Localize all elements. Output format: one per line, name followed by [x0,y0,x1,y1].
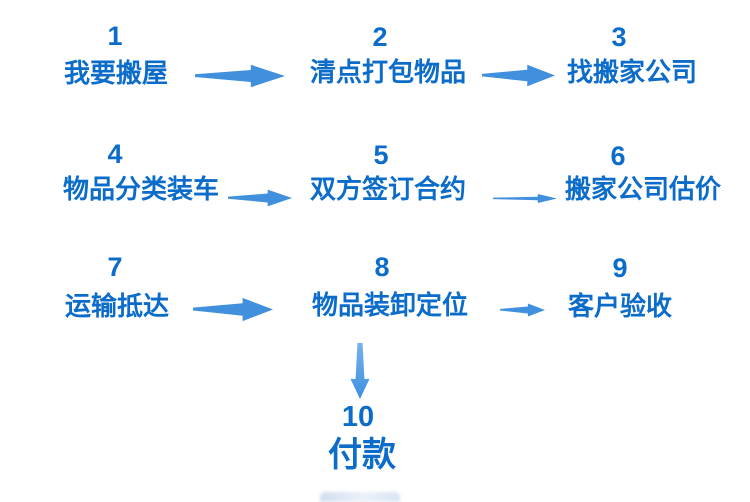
step-10-number: 10 [341,401,375,433]
step-6-label: 搬家公司估价 [565,174,722,204]
arrow-down-icon [350,343,370,399]
step-4-number: 4 [107,139,123,169]
step-10-label: 付款 [328,436,396,474]
cutoff-content-fragment [320,492,400,502]
step-8-number: 8 [374,252,390,282]
step-2-number: 2 [372,22,388,52]
arrow-right-icon [500,303,545,317]
step-1-label: 我要搬屋 [64,58,169,88]
step-9-number: 9 [612,253,628,283]
step-9-label: 客户验收 [568,291,673,321]
arrow-right-icon [493,193,557,204]
step-4-label: 物品分类装车 [63,174,220,204]
arrow-right-icon [228,189,292,207]
step-7-number: 7 [107,252,123,282]
step-1-number: 1 [107,21,123,51]
step-2-label: 清点打包物品 [310,57,467,87]
step-3-number: 3 [611,22,627,52]
arrow-right-icon [482,64,555,87]
arrow-right-icon [193,297,273,322]
step-3-label: 找搬家公司 [567,57,698,87]
step-5-number: 5 [373,140,389,170]
step-6-number: 6 [610,141,626,171]
arrow-right-icon [195,64,285,88]
step-5-label: 双方签订合约 [310,174,467,204]
step-7-label: 运输抵达 [65,291,170,321]
step-8-label: 物品装卸定位 [312,290,469,320]
